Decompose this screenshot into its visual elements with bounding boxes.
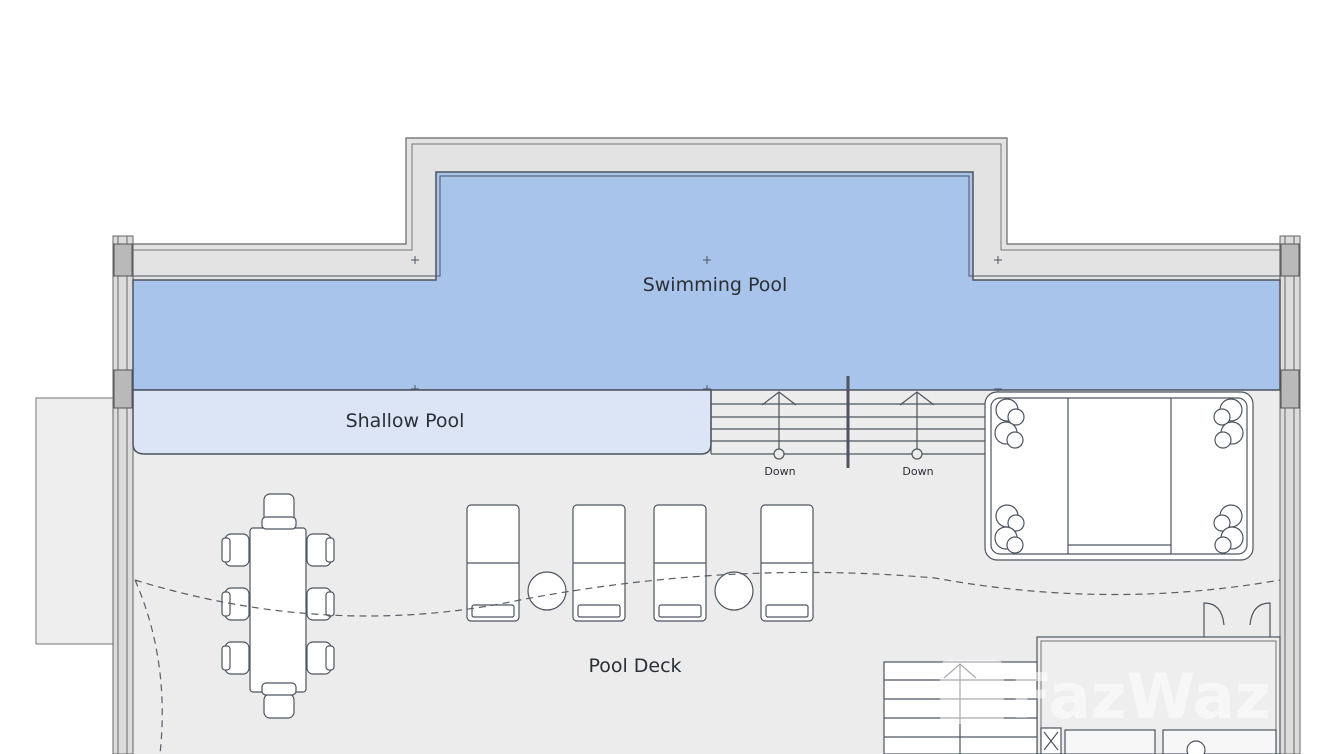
lounger-1 (466, 504, 520, 622)
swimming-pool-label: Swimming Pool (643, 274, 788, 296)
watermark-text: FazWaz (1010, 660, 1271, 733)
left-annex (35, 397, 117, 645)
lounger-4 (760, 504, 814, 622)
outer-wall-right (1279, 235, 1301, 754)
side-table-1 (527, 571, 567, 611)
dining-set (221, 493, 335, 719)
lounger-3 (653, 504, 707, 622)
canopy-outline (134, 571, 1281, 754)
outer-wall-left (112, 235, 134, 754)
stair-down-label-1: Down (764, 465, 795, 478)
lounger-2 (572, 504, 626, 622)
shallow-pool-label: Shallow Pool (346, 410, 465, 432)
sun-loungers (466, 504, 814, 622)
watermark: FazWaz (940, 660, 1271, 733)
stair-down-label-2: Down (902, 465, 933, 478)
pool-deck-label: Pool Deck (588, 655, 681, 677)
side-table-2 (714, 571, 754, 611)
pool-steps (710, 376, 985, 468)
dining-table (249, 527, 307, 693)
cabana (984, 391, 1254, 561)
